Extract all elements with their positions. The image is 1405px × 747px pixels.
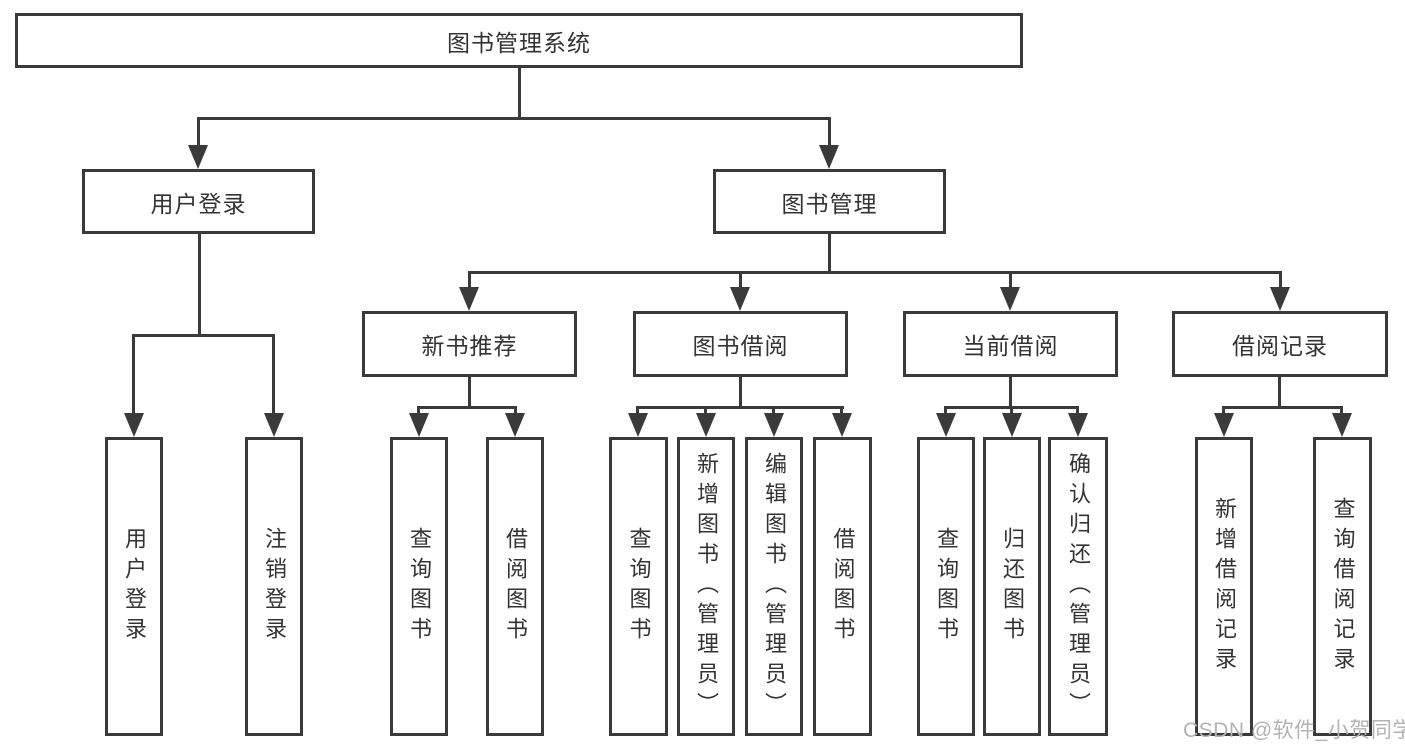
leaf-query-books-recommend: 查询图书	[390, 437, 448, 736]
connector-line	[468, 271, 471, 289]
connector-line	[1009, 271, 1012, 289]
node-root: 图书管理系统	[15, 13, 1023, 68]
arrow-down-icon	[832, 413, 852, 437]
arrow-down-icon	[730, 287, 750, 311]
connector-line	[417, 406, 517, 409]
arrow-down-icon	[819, 145, 839, 169]
connector-line	[704, 406, 707, 416]
arrow-down-icon	[696, 413, 716, 437]
node-current-borrow: 当前借阅	[903, 311, 1118, 377]
connector-line	[739, 271, 742, 289]
arrow-down-icon	[1270, 287, 1290, 311]
arrow-down-icon	[188, 145, 208, 169]
connector-line	[132, 334, 135, 415]
leaf-confirm-return-admin: 确认归还（管理员）	[1048, 437, 1108, 736]
connector-line	[828, 117, 831, 147]
connector-line	[1340, 406, 1343, 416]
node-user-login: 用户登录	[82, 169, 315, 234]
connector-line	[1222, 406, 1225, 416]
leaf-borrow-books: 借阅图书	[813, 437, 872, 736]
arrow-down-icon	[1000, 287, 1020, 311]
connector-line	[197, 117, 831, 120]
arrow-down-icon	[264, 413, 284, 437]
csdn-watermark: CSDN @软件_小贺同学	[1183, 719, 1405, 742]
leaf-edit-book-admin: 编辑图书（管理员）	[745, 437, 803, 736]
node-book-borrow: 图书借阅	[633, 311, 848, 377]
leaf-add-borrow-record: 新增借阅记录	[1195, 437, 1253, 736]
arrow-down-icon	[936, 413, 956, 437]
leaf-add-book-admin: 新增图书（管理员）	[677, 437, 735, 736]
arrow-down-icon	[764, 413, 784, 437]
connector-line	[828, 234, 831, 274]
connector-line	[636, 406, 844, 409]
connector-line	[514, 406, 517, 416]
leaf-user-login: 用户登录	[105, 437, 163, 736]
arrow-down-icon	[505, 413, 525, 437]
arrow-down-icon	[1332, 413, 1352, 437]
connector-line	[417, 406, 420, 416]
arrow-down-icon	[1002, 413, 1022, 437]
connector-line	[468, 377, 471, 408]
arrow-down-icon	[124, 413, 144, 437]
leaf-borrow-books-recommend: 借阅图书	[486, 437, 544, 736]
arrow-down-icon	[459, 287, 479, 311]
connector-line	[636, 406, 639, 416]
leaf-query-books-current: 查询图书	[917, 437, 975, 736]
connector-line	[132, 334, 275, 337]
node-borrow-records: 借阅记录	[1172, 311, 1388, 377]
arrow-down-icon	[628, 413, 648, 437]
connector-line	[1009, 377, 1012, 408]
node-new-book-recommend: 新书推荐	[362, 311, 577, 377]
connector-line	[272, 334, 275, 415]
connector-line	[772, 406, 775, 416]
connector-line	[468, 271, 1282, 274]
connector-line	[1076, 406, 1079, 416]
leaf-query-books-borrow: 查询图书	[609, 437, 668, 736]
leaf-query-borrow-record: 查询借阅记录	[1313, 437, 1372, 736]
leaf-return-book: 归还图书	[983, 437, 1041, 736]
connector-line	[1222, 406, 1343, 409]
connector-line	[197, 117, 200, 147]
arrow-down-icon	[1214, 413, 1234, 437]
connector-line	[1010, 406, 1013, 416]
connector-line	[1278, 377, 1281, 408]
connector-line	[840, 406, 843, 416]
arrow-down-icon	[1068, 413, 1088, 437]
connector-line	[944, 406, 947, 416]
leaf-logout: 注销登录	[245, 437, 303, 736]
connector-line	[518, 66, 521, 119]
connector-line	[198, 234, 201, 336]
connector-line	[1279, 271, 1282, 289]
arrow-down-icon	[409, 413, 429, 437]
node-book-management: 图书管理	[713, 169, 946, 234]
connector-line	[739, 377, 742, 408]
